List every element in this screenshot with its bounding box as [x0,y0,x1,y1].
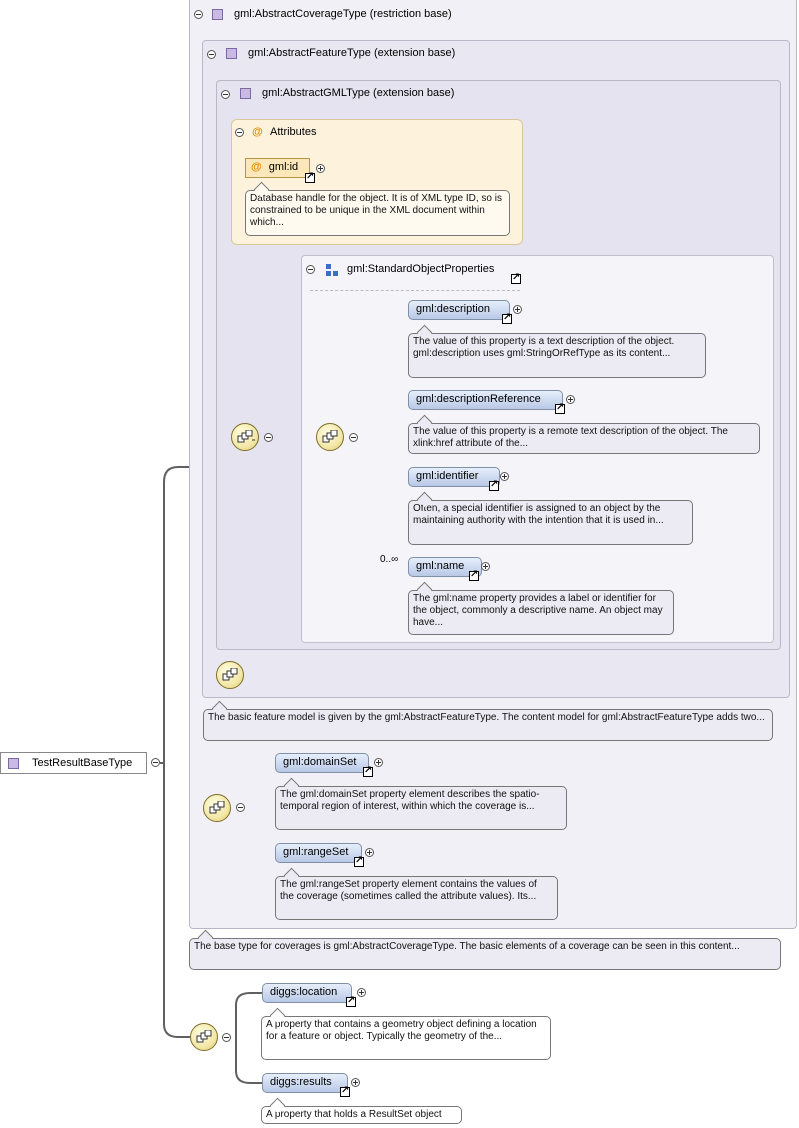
element-documentation: The gml:name property provides a label o… [408,590,674,635]
coverage-type-title: gml:AbstractCoverageType (restriction ba… [234,8,452,20]
link-arrow-icon[interactable] [363,764,373,778]
element-gml-description[interactable]: gml:description [408,300,510,320]
gml-id-documentation: Database handle for the object. It is of… [245,190,510,236]
expand-element-button[interactable] [481,562,490,571]
element-diggs-location[interactable]: diggs:location [262,983,352,1003]
standard-props-divider [310,290,520,291]
element-gml-domain-set[interactable]: gml:domainSet [275,753,369,773]
attribute-icon: @ [252,126,263,138]
element-label: gml:descriptionReference [416,393,541,405]
feature-type-title: gml:AbstractFeatureType (extension base) [248,47,456,59]
element-documentation: The gml:domainSet property element descr… [275,786,567,830]
link-arrow-icon[interactable] [489,478,499,492]
collapse-sequence-button[interactable] [222,1033,231,1042]
sequence-compositor-icon[interactable] [316,423,344,451]
cardinality-label: 0..∞ [380,554,399,565]
element-gml-identifier[interactable]: gml:identifier [408,467,500,487]
feature-type-documentation: The basic feature model is given by the … [203,709,773,741]
standard-props-title: gml:StandardObjectProperties [347,263,495,275]
root-type-node[interactable]: TestResultBaseType [0,752,147,774]
link-arrow-icon[interactable] [469,568,479,582]
root-type-label: TestResultBaseType [32,757,133,769]
collapse-attributes-button[interactable] [235,128,244,137]
collapse-sequence-button[interactable] [236,803,245,812]
attributes-title: Attributes [270,126,317,138]
link-arrow-icon[interactable] [354,854,364,868]
link-arrow-icon[interactable] [511,271,521,285]
expand-gml-id-button[interactable] [316,164,325,173]
complex-type-icon [240,88,251,99]
element-gml-name[interactable]: gml:name [408,557,482,577]
element-label: gml:name [416,560,465,572]
expand-element-button[interactable] [566,395,575,404]
collapse-gml-type-button[interactable] [221,90,230,99]
element-label: diggs:location [270,986,338,998]
gml-type-title: gml:AbstractGMLType (extension base) [262,87,455,99]
expand-element-button[interactable] [357,988,366,997]
collapse-coverage-button[interactable] [194,10,203,19]
expand-element-button[interactable] [365,848,374,857]
expand-element-button[interactable] [374,758,383,767]
element-gml-range-set[interactable]: gml:rangeSet [275,843,362,863]
collapse-feature-button[interactable] [207,50,216,59]
element-documentation: A property that holds a ResultSet object [261,1106,462,1124]
collapse-sequence-button[interactable] [349,433,358,442]
sequence-compositor-icon[interactable] [190,1023,218,1051]
complex-type-icon [226,48,237,59]
complex-type-icon [212,9,223,20]
collapse-root-button[interactable] [151,758,160,767]
expand-element-button[interactable] [351,1078,360,1087]
element-documentation: Often, a special identifier is assigned … [408,500,693,545]
collapse-standard-props-button[interactable] [306,265,315,274]
element-label: gml:domainSet [283,756,357,768]
element-documentation: The value of this property is a text des… [408,333,706,378]
element-gml-description-reference[interactable]: gml:descriptionReference [408,390,563,410]
link-arrow-icon[interactable] [346,994,356,1008]
element-label: gml:rangeSet [283,846,349,858]
attribute-gml-id[interactable]: @ gml:id [245,158,310,178]
complex-type-icon [8,758,19,769]
attribute-icon: @ [251,161,262,173]
collapse-sequence-button[interactable] [264,433,273,442]
element-diggs-results[interactable]: diggs:results [262,1073,348,1093]
attribute-label: gml:id [268,161,299,173]
expand-element-button[interactable] [500,472,509,481]
element-documentation: The value of this property is a remote t… [408,423,760,454]
element-label: gml:description [416,303,490,315]
sequence-compositor-icon[interactable] [231,423,259,451]
element-label: gml:identifier [416,470,479,482]
group-icon [326,264,338,276]
element-label: diggs:results [270,1076,332,1088]
link-arrow-icon[interactable] [555,401,565,415]
sequence-compositor-icon[interactable] [203,794,231,822]
link-arrow-icon[interactable] [502,311,512,325]
element-documentation: The gml:rangeSet property element contai… [275,876,558,920]
link-arrow-icon[interactable] [340,1084,350,1098]
element-documentation: A property that contains a geometry obje… [261,1016,551,1060]
coverage-type-documentation: The base type for coverages is gml:Abstr… [189,938,781,970]
expand-element-button[interactable] [513,305,522,314]
link-arrow-icon[interactable] [305,170,315,184]
sequence-compositor-icon[interactable] [216,661,244,689]
